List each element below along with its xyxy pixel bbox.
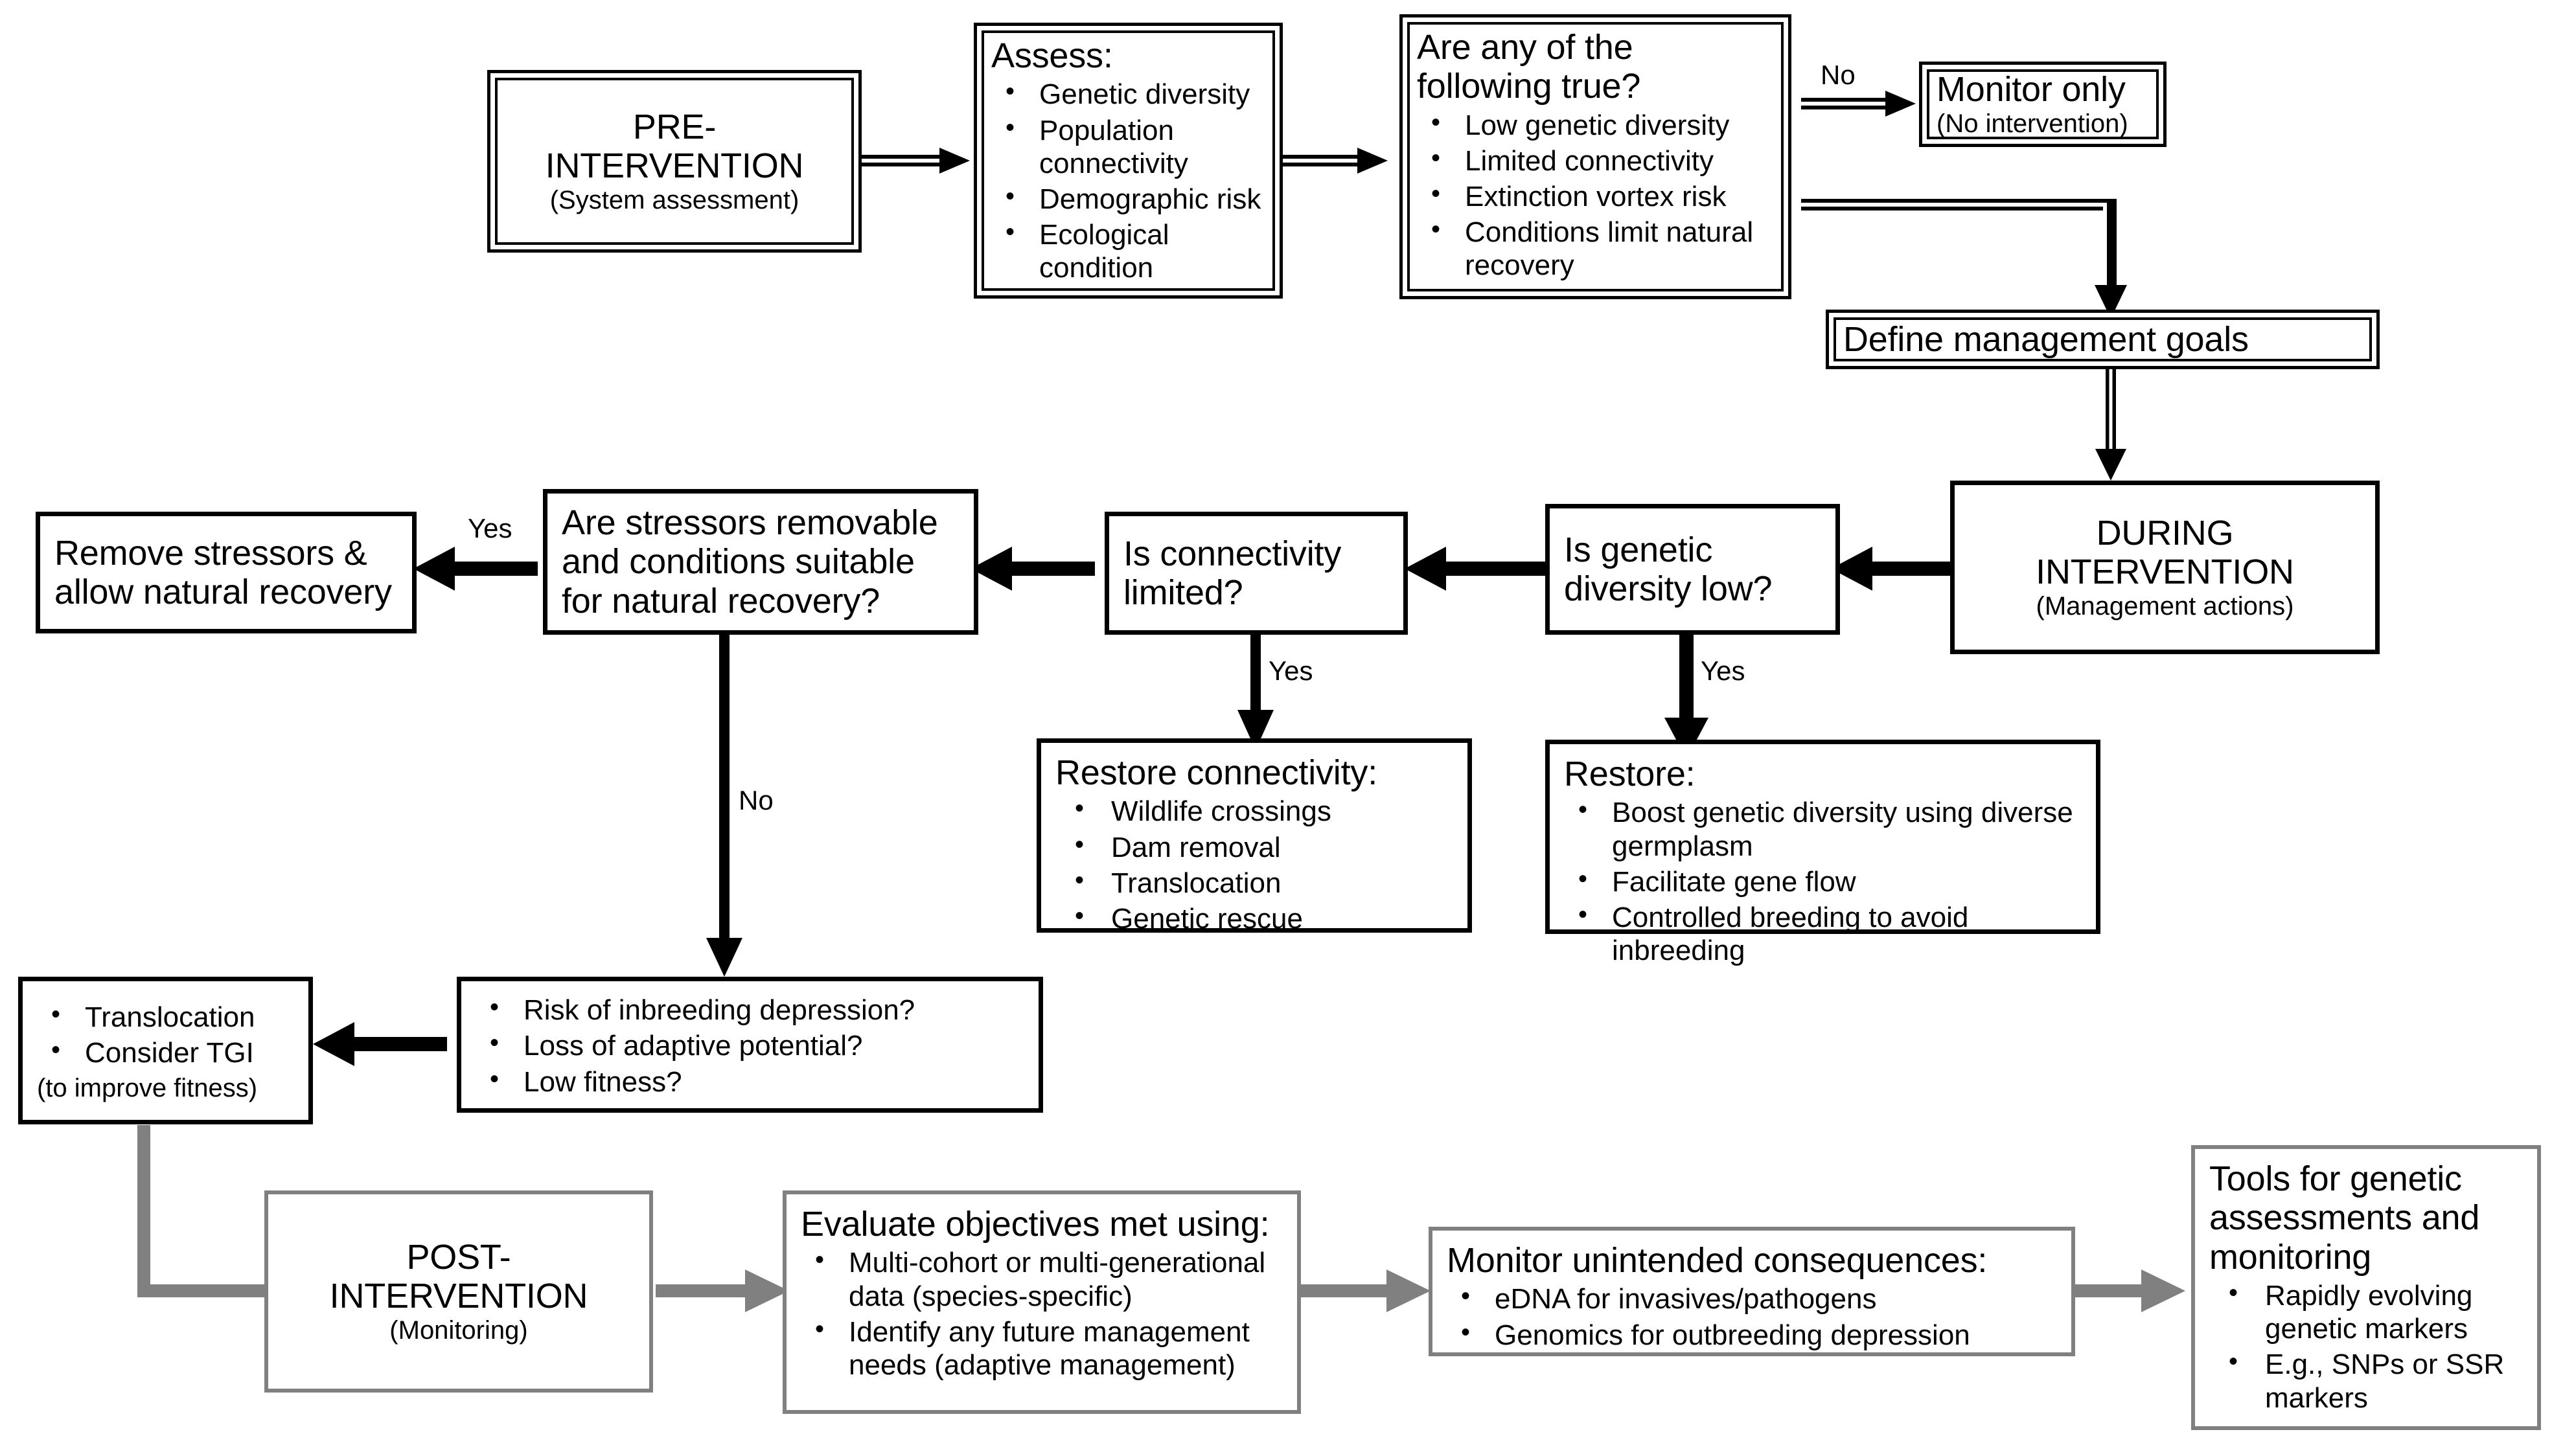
restore-genetic-list: Boost genetic diversity using diverse ge… (1564, 793, 2082, 966)
node-remove-stressors[interactable]: Remove stressors & allow natural recover… (36, 512, 417, 633)
are-stressors-removable-title: Are stressors removable and conditions s… (562, 503, 938, 620)
list-item: Genetic diversity (991, 76, 1265, 111)
is-connectivity-limited-title: Is connectivity limited? (1123, 534, 1342, 612)
edge-assess-to-decision (1283, 148, 1388, 174)
translocation-tgi-list: Translocation Consider TGI (37, 998, 294, 1069)
are-any-true-list: Low genetic diversity Limited connectivi… (1417, 106, 1774, 282)
edge-label-yes-remove: Yes (468, 513, 512, 543)
node-monitor-consequences[interactable]: Monitor unintended consequences: eDNA fo… (1429, 1227, 2075, 1356)
list-item: Consider TGI (37, 1035, 294, 1069)
list-item: Ecological condition (991, 217, 1265, 284)
edge-post-to-evaluate (656, 1269, 789, 1312)
list-item: E.g., SNPs or SSR markers (2209, 1347, 2523, 1414)
list-item: Boost genetic diversity using diverse ge… (1564, 795, 2082, 862)
monitor-only-subtitle: (No intervention) (1937, 109, 2128, 139)
edge-genetic-q-to-connectivity-q (1405, 547, 1545, 591)
edge-during-to-genetic-q (1831, 547, 1950, 591)
node-translocation-tgi[interactable]: Translocation Consider TGI (to improve f… (18, 977, 313, 1124)
list-item: Identify any future management needs (ad… (801, 1314, 1283, 1382)
list-item: Controlled breeding to avoid inbreeding (1564, 900, 2082, 967)
list-item: eDNA for invasives/pathogens (1447, 1281, 2057, 1315)
monitor-consequences-title: Monitor unintended consequences: (1447, 1241, 1988, 1280)
list-item: Conditions limit natural recovery (1417, 214, 1774, 282)
restore-connectivity-list: Wildlife crossings Dam removal Transloca… (1055, 792, 1453, 935)
list-item: Dam removal (1055, 829, 1453, 864)
edge-connectivity-q-to-restore-conn (1237, 635, 1274, 750)
node-tools-genetic[interactable]: Tools for genetic assessments and monito… (2191, 1145, 2541, 1430)
edge-stressors-q-to-risk (706, 635, 742, 977)
list-item: Low genetic diversity (1417, 108, 1774, 142)
list-item: Translocation (37, 999, 294, 1034)
node-risk-questions[interactable]: Risk of inbreeding depression? Loss of a… (457, 977, 1043, 1113)
evaluate-objectives-title: Evaluate objectives met using: (801, 1205, 1270, 1244)
edge-risk-to-translocation (313, 1022, 447, 1066)
list-item: Facilitate gene flow (1564, 864, 2082, 898)
list-item: Limited connectivity (1417, 143, 1774, 177)
during-intervention-subtitle: (Management actions) (2036, 592, 2294, 621)
list-item: Risk of inbreeding depression? (476, 992, 1024, 1027)
list-item: Wildlife crossings (1055, 793, 1453, 828)
monitor-only-title: Monitor only (1937, 69, 2126, 109)
is-genetic-diversity-low-title: Is genetic diversity low? (1564, 530, 1773, 608)
node-monitor-only[interactable]: Monitor only (No intervention) (1919, 62, 2167, 147)
pre-intervention-subtitle: (System assessment) (549, 186, 799, 215)
pre-intervention-title: PRE-INTERVENTION (545, 107, 804, 185)
edge-monitor-to-tools (2072, 1269, 2185, 1312)
node-define-goals[interactable]: Define management goals (1826, 310, 2380, 369)
post-intervention-title: POST-INTERVENTION (329, 1237, 588, 1315)
edge-label-no-risk: No (739, 785, 774, 815)
edge-decision-to-define-goals (1801, 199, 2127, 319)
node-are-stressors-removable[interactable]: Are stressors removable and conditions s… (543, 489, 978, 635)
node-pre-intervention[interactable]: PRE-INTERVENTION (System assessment) (487, 70, 862, 253)
post-intervention-subtitle: (Monitoring) (389, 1316, 528, 1345)
list-item: Loss of adaptive potential? (476, 1028, 1024, 1062)
edge-connectivity-q-to-stressors-q (971, 547, 1095, 591)
during-intervention-title: DURING INTERVENTION (2036, 513, 2294, 591)
edge-pre-to-assess (862, 148, 970, 174)
define-goals-title: Define management goals (1843, 319, 2249, 359)
translocation-tgi-subtitle: (to improve fitness) (37, 1074, 258, 1103)
node-post-intervention[interactable]: POST-INTERVENTION (Monitoring) (264, 1190, 653, 1393)
node-restore-genetic[interactable]: Restore: Boost genetic diversity using d… (1545, 740, 2100, 966)
edge-evaluate-to-monitor (1301, 1269, 1431, 1312)
assess-title: Assess: (991, 36, 1113, 75)
list-item: Multi-cohort or multi-generational data … (801, 1245, 1283, 1312)
remove-stressors-title: Remove stressors & allow natural recover… (54, 533, 392, 611)
list-item: Genomics for outbreeding depression (1447, 1317, 2057, 1352)
tools-genetic-list: Rapidly evolving genetic markers E.g., S… (2209, 1277, 2523, 1414)
list-item: Rapidly evolving genetic markers (2209, 1278, 2523, 1345)
node-are-any-true[interactable]: Are any of the following true? Low genet… (1399, 14, 1791, 299)
node-during-intervention[interactable]: DURING INTERVENTION (Management actions) (1950, 481, 2380, 654)
node-is-genetic-diversity-low[interactable]: Is genetic diversity low? (1545, 504, 1840, 635)
restore-genetic-title: Restore: (1564, 755, 1696, 793)
edge-define-goals-to-during (2095, 369, 2126, 481)
edge-label-no-monitor: No (1821, 60, 1856, 90)
list-item: Low fitness? (476, 1064, 1024, 1098)
risk-questions-list: Risk of inbreeding depression? Loss of a… (476, 991, 1024, 1098)
node-evaluate-objectives[interactable]: Evaluate objectives met using: Multi-coh… (783, 1190, 1301, 1414)
list-item: Demographic risk (991, 181, 1265, 216)
list-item: Extinction vortex risk (1417, 179, 1774, 213)
list-item: Population connectivity (991, 112, 1265, 180)
node-is-connectivity-limited[interactable]: Is connectivity limited? (1105, 512, 1408, 635)
list-item: Genetic rescue (1055, 901, 1453, 935)
edge-decision-to-monitor-only (1801, 91, 1916, 117)
tools-genetic-title: Tools for genetic assessments and monito… (2209, 1159, 2480, 1277)
are-any-true-title: Are any of the following true? (1417, 28, 1641, 106)
edge-stressors-q-to-remove (413, 547, 538, 591)
evaluate-objectives-list: Multi-cohort or multi-generational data … (801, 1244, 1283, 1381)
list-item: Translocation (1055, 865, 1453, 900)
edge-label-yes-connectivity: Yes (1269, 655, 1313, 686)
assess-list: Genetic diversity Population connectivit… (991, 75, 1265, 284)
node-restore-connectivity[interactable]: Restore connectivity: Wildlife crossings… (1037, 738, 1472, 935)
node-assess[interactable]: Assess: Genetic diversity Population con… (974, 23, 1283, 299)
monitor-consequences-list: eDNA for invasives/pathogens Genomics fo… (1447, 1280, 2057, 1351)
restore-connectivity-title: Restore connectivity: (1055, 753, 1378, 792)
edge-label-yes-genetic: Yes (1701, 655, 1745, 686)
